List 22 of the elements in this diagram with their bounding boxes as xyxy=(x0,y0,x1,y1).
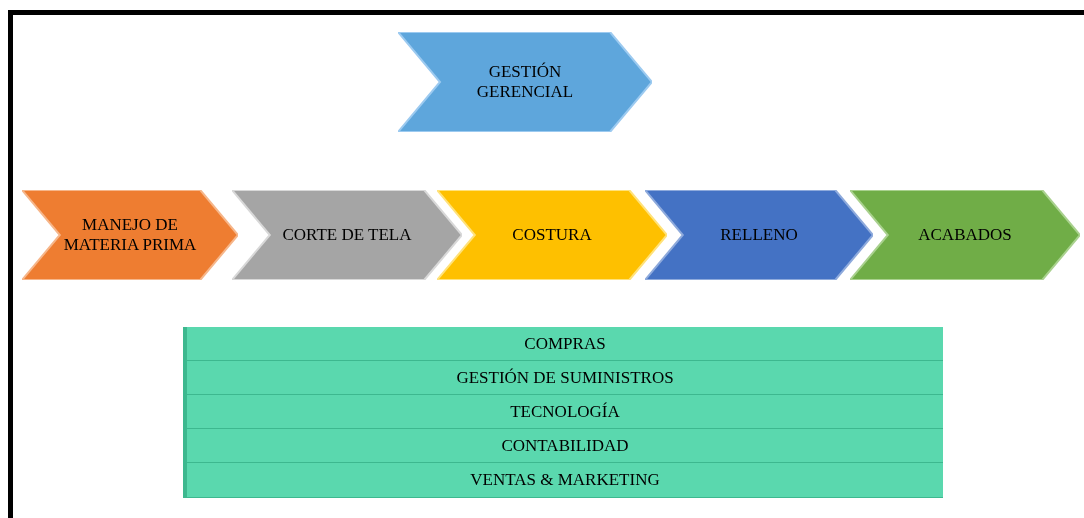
chevron-shape xyxy=(232,190,462,280)
chevron-label: CORTE DE TELA xyxy=(282,225,412,245)
support-bar xyxy=(183,463,943,498)
support-bar xyxy=(183,327,943,361)
chevron-label: GESTIÓN GERENCIAL xyxy=(475,62,575,102)
bar-label: COMPRAS xyxy=(524,332,606,355)
chevron-shape xyxy=(850,190,1080,280)
chevron-label: RELLENO xyxy=(720,225,798,245)
chevron-shape xyxy=(437,190,667,280)
support-bar xyxy=(183,361,943,395)
support-bar xyxy=(183,395,943,429)
chevron-shape xyxy=(398,32,652,132)
chevron-label: ACABADOS xyxy=(918,225,1012,245)
chevron-label: MANEJO DE MATERIA PRIMA xyxy=(62,215,198,255)
chevron-shape xyxy=(22,190,238,280)
chevron-shape xyxy=(645,190,873,280)
bar-label: CONTABILIDAD xyxy=(501,434,629,457)
bar-label: VENTAS & MARKETING xyxy=(470,469,660,492)
support-bar xyxy=(183,429,943,463)
bar-label: TECNOLOGÍA xyxy=(510,400,620,423)
bar-label: GESTIÓN DE SUMINISTROS xyxy=(456,366,674,389)
chevron-label: COSTURA xyxy=(512,225,592,245)
